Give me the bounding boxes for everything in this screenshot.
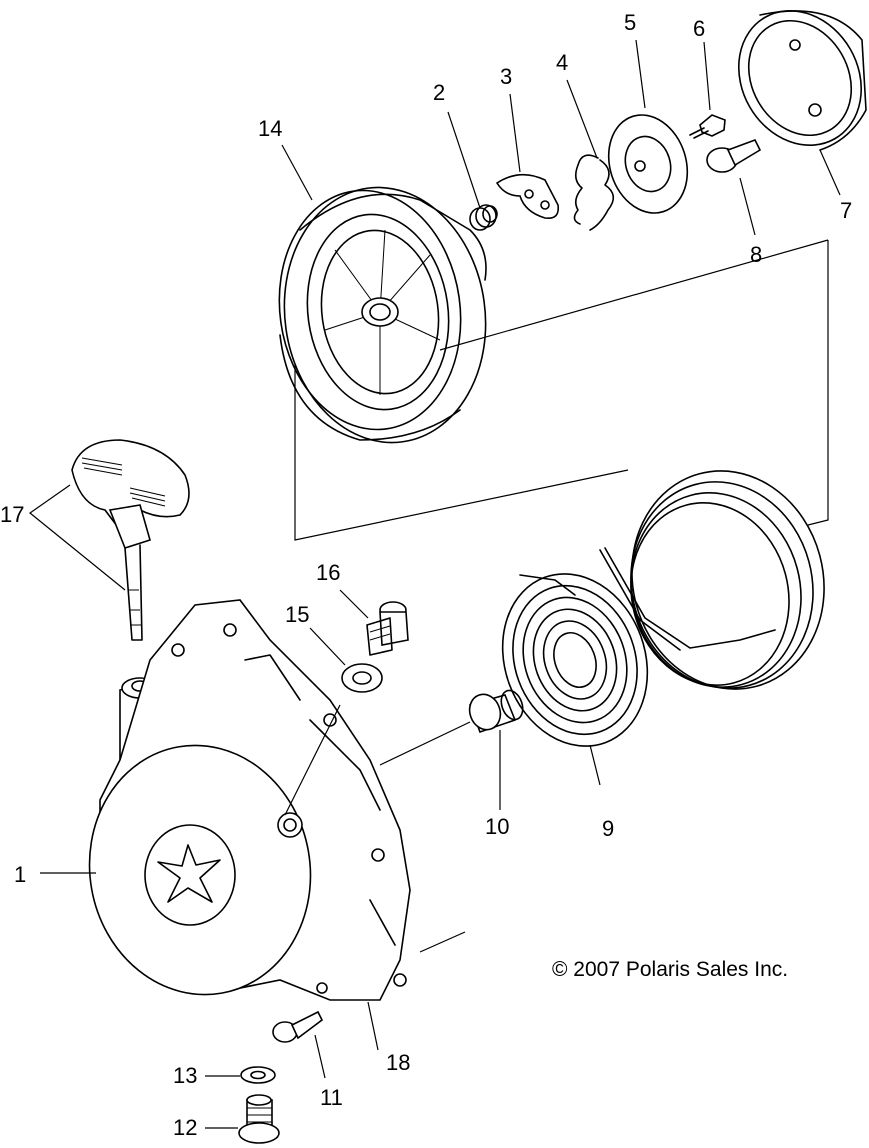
part-10-bushing (468, 689, 524, 734)
callout-3: 3 (500, 64, 512, 89)
callout-5: 5 (624, 10, 636, 35)
callout-10: 10 (485, 814, 509, 839)
part-5-friction-plate (607, 114, 689, 214)
part-1-starter-housing (88, 599, 411, 1001)
part-7-cup (737, 9, 867, 151)
callout-labels: 1 2 3 4 5 6 7 8 9 10 11 12 13 14 15 16 1… (0, 10, 852, 1140)
part-3-pawl (495, 173, 560, 220)
leader-lines (29, 39, 841, 1129)
callout-2: 2 (433, 80, 445, 105)
callout-15: 15 (285, 602, 309, 627)
callout-7: 7 (840, 198, 852, 223)
part-17-starter-handle (71, 439, 190, 641)
part-14-pulley (278, 186, 487, 444)
callout-9: 9 (602, 816, 614, 841)
part-4-friction-spring (573, 154, 615, 231)
copyright-notice: © 2007 Polaris Sales Inc. (552, 958, 788, 981)
part-8-bolt (706, 139, 762, 173)
assembly-frame-lines (294, 239, 829, 541)
callout-4: 4 (556, 50, 568, 75)
callout-17: 17 (0, 502, 24, 527)
callout-11: 11 (320, 1085, 343, 1110)
part-6-bolt (689, 114, 726, 139)
spring-case (599, 470, 825, 690)
callout-12: 12 (173, 1115, 197, 1140)
callout-8: 8 (750, 242, 762, 267)
callout-13: 13 (173, 1063, 197, 1088)
part-12-flange-bolt (238, 1094, 280, 1144)
part-16-bolt (366, 601, 409, 656)
callout-18: 18 (386, 1050, 410, 1075)
callout-16: 16 (316, 560, 340, 585)
callout-6: 6 (693, 16, 705, 41)
part-2-spring (469, 204, 498, 231)
part-15-washer (341, 663, 383, 693)
part-11-bolt (272, 1010, 324, 1043)
part-9-recoil-spring (501, 573, 649, 747)
part-13-washer (240, 1066, 276, 1084)
callout-14: 14 (258, 116, 282, 141)
callout-1: 1 (14, 862, 26, 887)
